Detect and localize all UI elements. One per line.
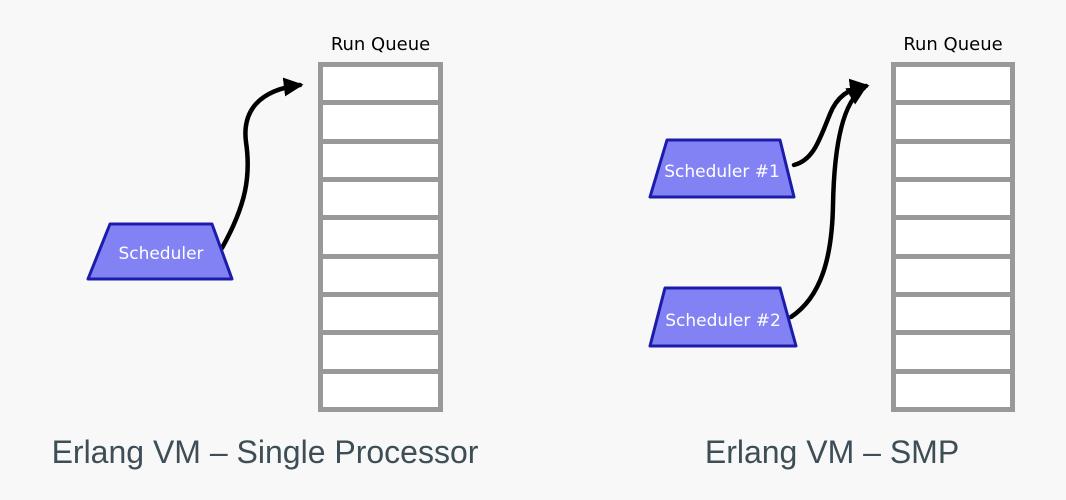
run-queue-slot [323,181,438,216]
scheduler-shape: Scheduler [86,222,234,281]
run-queue-slot [323,335,438,369]
run-queue-slot [896,220,1010,254]
run-queue-slot [896,335,1010,369]
run-queue-label: Run Queue [330,34,431,55]
run-queue-slot [896,105,1010,139]
arrow-scheduler2-to-queue [788,85,868,320]
arrow-scheduler1-to-queue [791,78,870,168]
run-queue-slot [323,258,438,292]
scheduler-2-label: Scheduler #2 [665,311,781,331]
run-queue-slot [323,143,438,177]
run-queue-label: Run Queue [903,34,1003,55]
scheduler-label: Scheduler [118,244,203,264]
trapezoid-icon [86,222,234,281]
run-queue-slot [323,105,438,139]
run-queue-slot [323,296,438,331]
trapezoid-icon [648,286,798,348]
run-queue-slot [323,67,438,101]
run-queue-slot [896,296,1010,331]
scheduler-1-label: Scheduler #1 [664,162,780,182]
run-queue-slot [323,373,438,407]
run-queue-slot [896,181,1010,216]
caption-smp: Erlang VM – SMP [704,434,960,470]
run-queue-slot [896,373,1010,407]
run-queue [891,62,1015,412]
run-queue-slot [896,67,1010,101]
scheduler-2-shape: Scheduler #2 [648,286,798,348]
run-queue-slot [896,258,1010,292]
run-queue [318,62,443,412]
run-queue-slot [323,220,438,254]
run-queue-slot [896,143,1010,177]
scheduler-1-shape: Scheduler #1 [648,138,796,199]
caption-single-processor: Erlang VM – Single Processor [51,434,479,470]
